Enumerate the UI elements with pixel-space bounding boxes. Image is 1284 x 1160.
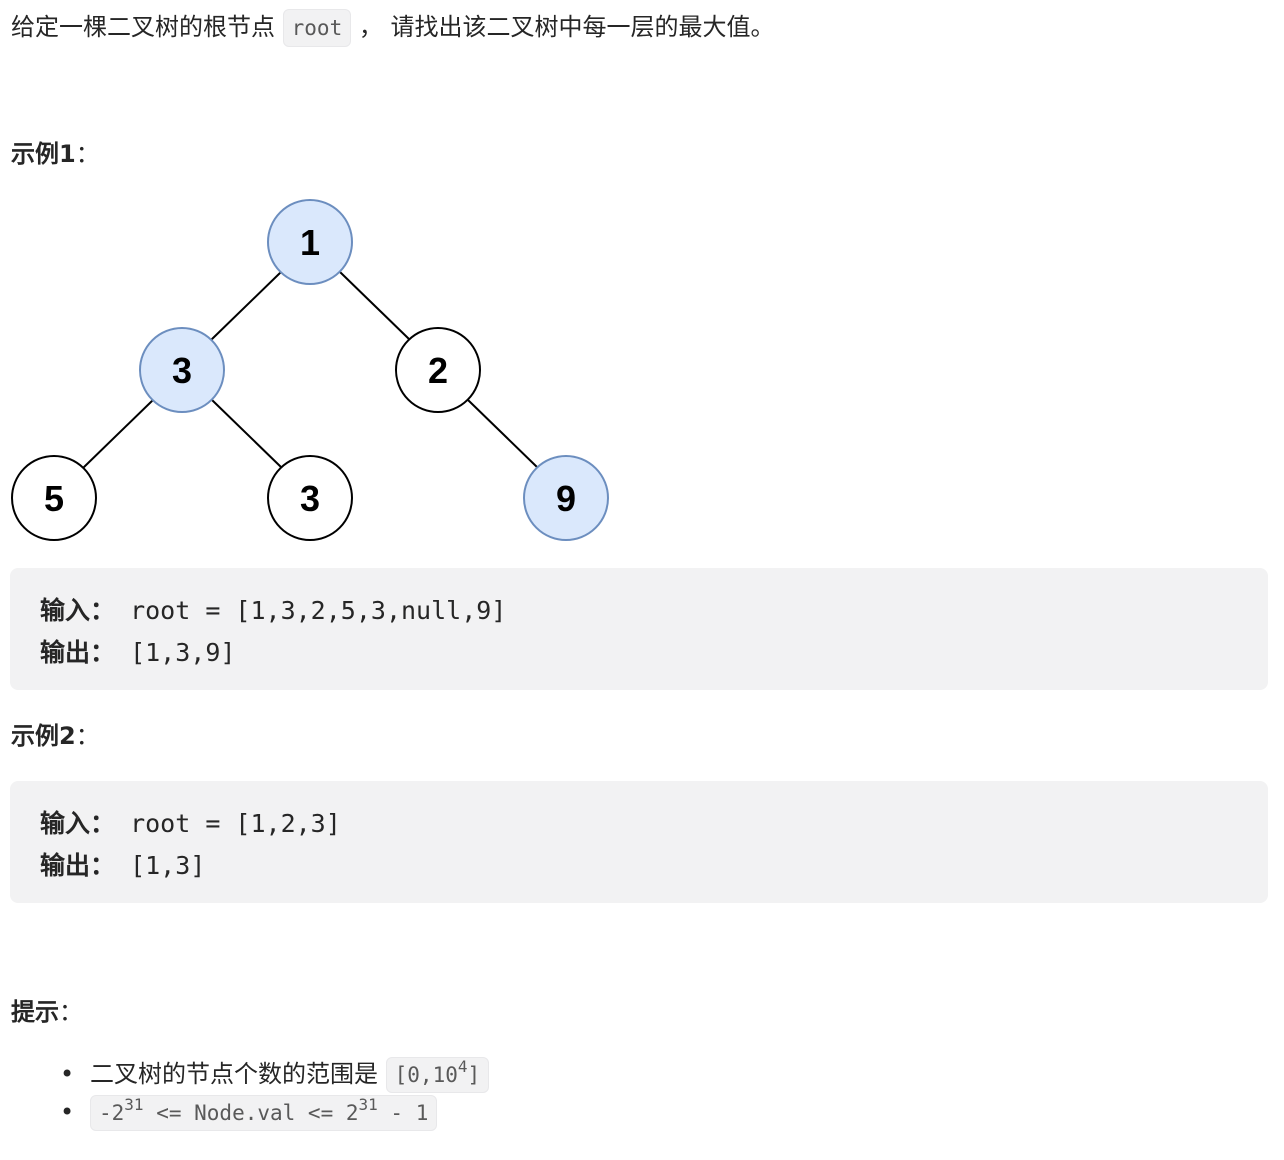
tree-node-circle	[267, 455, 353, 541]
tree-node-circle	[267, 199, 353, 285]
list-item: • 二叉树的节点个数的范围是 [0,104]	[60, 1055, 490, 1093]
example-2-code-block: 输入： root = [1,2,3] 输出： [1,3]	[10, 781, 1268, 903]
problem-statement: 给定一棵二叉树的根节点 root ， 请找出该二叉树中每一层的最大值。	[11, 9, 775, 47]
tree-node: 2	[395, 327, 481, 413]
tree-node-label: 3	[300, 478, 320, 519]
intro-text-before: 给定一棵二叉树的根节点	[11, 13, 275, 41]
intro-text-after: ， 请找出该二叉树中每一层的最大值。	[358, 13, 775, 41]
hints-list: • 二叉树的节点个数的范围是 [0,104] • -231 <= Node.va…	[60, 1055, 490, 1131]
example-1-code-block: 输入： root = [1,3,2,5,3,null,9] 输出： [1,3,9…	[10, 568, 1268, 690]
tree-node-label: 1	[300, 222, 320, 263]
root-code: root	[282, 9, 352, 47]
tree-edge	[82, 399, 154, 469]
node-count-range-code: [0,104]	[385, 1057, 490, 1093]
example-1-output-line: 输出： [1,3,9]	[40, 632, 1238, 674]
output-value: [1,3]	[115, 851, 206, 880]
example-1-title: 示例1：	[11, 140, 100, 168]
tree-node-circle	[139, 327, 225, 413]
tree-node-circle	[11, 455, 97, 541]
tree-edge	[210, 271, 282, 341]
tree-node-label: 2	[428, 350, 448, 391]
tree-node-circle	[395, 327, 481, 413]
tree-node: 3	[139, 327, 225, 413]
tree-node-label: 3	[172, 350, 192, 391]
tree-node: 3	[267, 455, 353, 541]
tree-edge	[467, 399, 539, 469]
tree-node-label: 9	[556, 478, 576, 519]
input-label: 输入：	[40, 809, 116, 838]
bullet-icon: •	[60, 1060, 75, 1088]
tree-edges	[82, 271, 539, 469]
output-value: [1,3,9]	[115, 638, 236, 667]
input-value: root = [1,2,3]	[115, 809, 341, 838]
tree-node-circle	[523, 455, 609, 541]
tree-node-label: 5	[44, 478, 64, 519]
output-label: 输出：	[40, 638, 116, 667]
example-2-output-line: 输出： [1,3]	[40, 845, 1238, 887]
list-item: • -231 <= Node.val <= 231 - 1	[60, 1093, 489, 1131]
hints-title: 提示：	[11, 998, 83, 1026]
tree-node: 1	[267, 199, 353, 285]
example-2-title: 示例2：	[11, 722, 100, 750]
input-label: 输入：	[40, 596, 116, 625]
hint-text: 二叉树的节点个数的范围是	[90, 1060, 386, 1088]
node-val-range-code: -231 <= Node.val <= 231 - 1	[90, 1095, 438, 1131]
input-value: root = [1,3,2,5,3,null,9]	[115, 596, 507, 625]
binary-tree-diagram: 1 3 2 5 3 9	[11, 199, 609, 541]
tree-edge	[211, 399, 283, 469]
tree-edge	[339, 271, 411, 341]
example-1-input-line: 输入： root = [1,3,2,5,3,null,9]	[40, 590, 1238, 632]
bullet-icon: •	[60, 1098, 75, 1126]
tree-node: 5	[11, 455, 97, 541]
example-2-input-line: 输入： root = [1,2,3]	[40, 803, 1238, 845]
output-label: 输出：	[40, 851, 116, 880]
tree-node: 9	[523, 455, 609, 541]
